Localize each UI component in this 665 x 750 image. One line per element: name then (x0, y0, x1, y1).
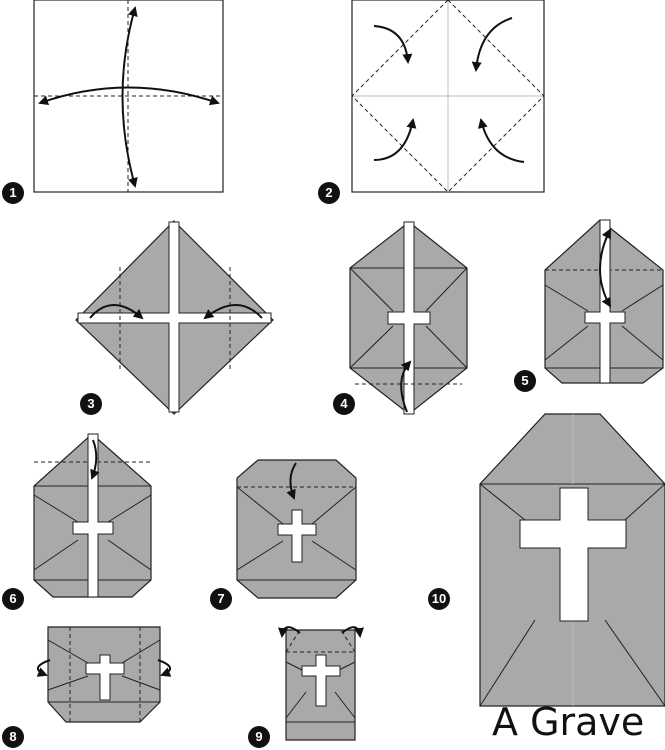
step-number-4: 4 (333, 393, 355, 415)
step-3-diagram (75, 220, 274, 415)
step-4-diagram (349, 221, 468, 415)
step-7-diagram (236, 459, 357, 599)
step-1-diagram (33, 0, 224, 193)
step-2-diagram (351, 0, 545, 193)
step-number-7: 7 (210, 588, 232, 610)
step-5-diagram (544, 219, 664, 384)
step-9-diagram (278, 626, 364, 741)
step-number-10: 10 (428, 588, 450, 610)
diagram-title: A Grave (492, 700, 645, 744)
step-10-diagram (479, 413, 665, 707)
step-number-2: 2 (318, 182, 340, 204)
step-number-1: 1 (2, 182, 24, 204)
step-8-diagram (36, 626, 172, 723)
step-number-6: 6 (2, 588, 24, 610)
step-number-9: 9 (248, 726, 270, 748)
step-number-5: 5 (514, 370, 536, 392)
step-6-diagram (33, 433, 152, 598)
step-number-8: 8 (2, 726, 24, 748)
step-number-3: 3 (80, 393, 102, 415)
